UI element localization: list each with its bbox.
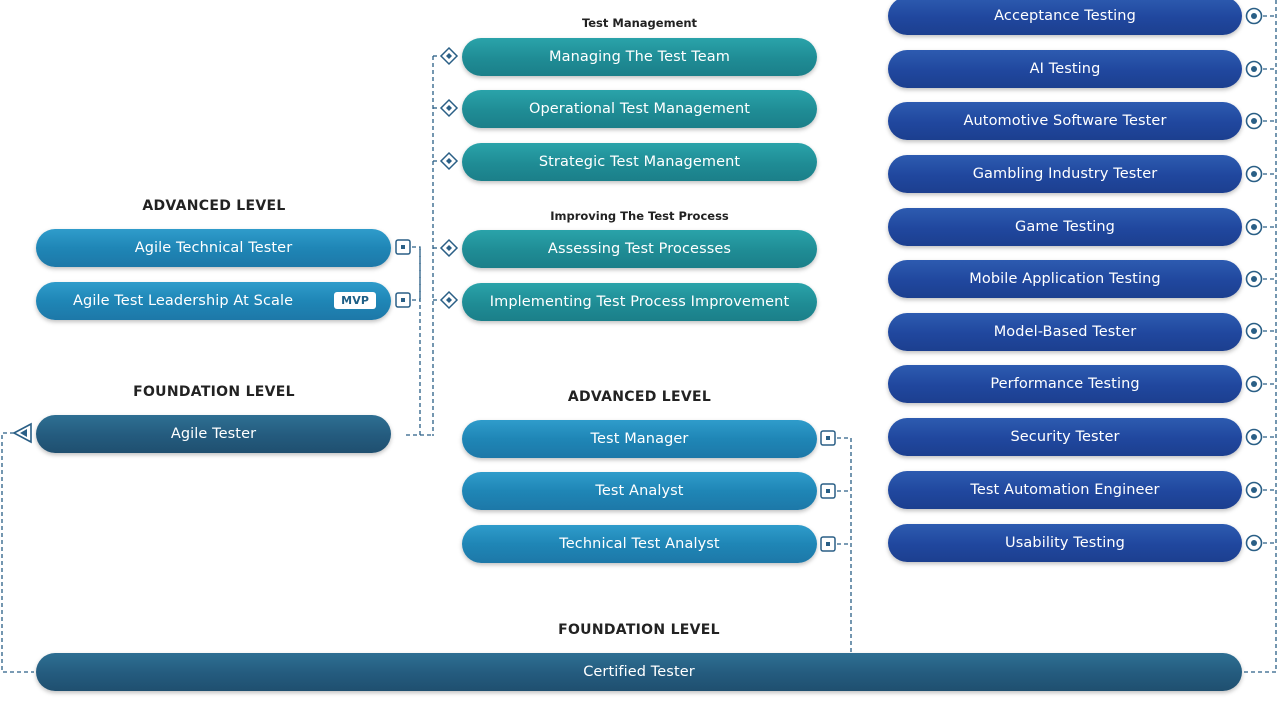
strategic-test-management-label: Strategic Test Management xyxy=(538,154,741,170)
technical-test-analyst-label: Technical Test Analyst xyxy=(559,536,720,552)
certified-tester-label: Certified Tester xyxy=(583,664,695,680)
specialist-item-label: Test Automation Engineer xyxy=(970,482,1160,498)
acceptance-testing-button[interactable]: Acceptance Testing xyxy=(888,0,1242,35)
performance-testing-button[interactable]: Performance Testing xyxy=(888,365,1242,403)
agile-test-leadership-button[interactable]: Agile Test Leadership At Scale MVP xyxy=(36,282,391,320)
strategic-test-management-button[interactable]: Strategic Test Management xyxy=(462,143,817,181)
specialist-item-label: Game Testing xyxy=(1015,219,1115,235)
specialist-item-label: Mobile Application Testing xyxy=(969,271,1161,287)
specialist-item-label: Model-Based Tester xyxy=(993,324,1137,340)
managing-the-test-team-label: Managing The Test Team xyxy=(549,49,730,65)
assessing-test-processes-button[interactable]: Assessing Test Processes xyxy=(462,230,817,268)
test-analyst-button[interactable]: Test Analyst xyxy=(462,472,817,510)
test-management-heading: Test Management xyxy=(581,16,698,30)
middle-advanced-heading: ADVANCED LEVEL xyxy=(567,389,712,405)
specialist-item-label: Usability Testing xyxy=(1005,535,1125,551)
specialist-item-label: AI Testing xyxy=(1029,61,1101,77)
test-manager-label: Test Manager xyxy=(590,431,689,447)
specialist-item-label: Security Tester xyxy=(1010,429,1120,445)
security-tester-button[interactable]: Security Tester xyxy=(888,418,1242,456)
usability-testing-button[interactable]: Usability Testing xyxy=(888,524,1242,562)
agile-tester-label: Agile Tester xyxy=(170,426,257,442)
left-foundation-heading: FOUNDATION LEVEL xyxy=(133,384,295,400)
improving-test-process-heading: Improving The Test Process xyxy=(550,209,729,223)
agile-technical-tester-button[interactable]: Agile Technical Tester xyxy=(36,229,391,267)
specialist-item-label: Performance Testing xyxy=(990,376,1140,392)
technical-test-analyst-button[interactable]: Technical Test Analyst xyxy=(462,525,817,563)
implementing-tpi-button[interactable]: Implementing Test Process Improvement xyxy=(462,283,817,321)
automotive-software-tester-button[interactable]: Automotive Software Tester xyxy=(888,102,1242,140)
mobile-application-testing-button[interactable]: Mobile Application Testing xyxy=(888,260,1242,298)
left-advanced-heading: ADVANCED LEVEL xyxy=(142,198,286,214)
specialist-item-label: Automotive Software Tester xyxy=(963,113,1167,129)
managing-the-test-team-button[interactable]: Managing The Test Team xyxy=(462,38,817,76)
ai-testing-button[interactable]: AI Testing xyxy=(888,50,1242,88)
agile-test-leadership-label: Agile Test Leadership At Scale xyxy=(73,293,294,309)
assessing-test-processes-label: Assessing Test Processes xyxy=(547,241,732,257)
specialist-item-label: Gambling Industry Tester xyxy=(972,166,1158,182)
gambling-industry-tester-button[interactable]: Gambling Industry Tester xyxy=(888,155,1242,193)
operational-test-management-button[interactable]: Operational Test Management xyxy=(462,90,817,128)
test-analyst-label: Test Analyst xyxy=(595,483,684,499)
agile-tester-button[interactable]: Agile Tester xyxy=(36,415,391,453)
implementing-tpi-label: Implementing Test Process Improvement xyxy=(489,294,790,310)
mvp-badge: MVP xyxy=(334,292,376,309)
bottom-foundation-heading: FOUNDATION LEVEL xyxy=(558,622,720,638)
test-manager-button[interactable]: Test Manager xyxy=(462,420,817,458)
operational-test-management-label: Operational Test Management xyxy=(528,101,751,117)
test-automation-engineer-button[interactable]: Test Automation Engineer xyxy=(888,471,1242,509)
certified-tester-button[interactable]: Certified Tester xyxy=(36,653,1242,691)
game-testing-button[interactable]: Game Testing xyxy=(888,208,1242,246)
model-based-tester-button[interactable]: Model-Based Tester xyxy=(888,313,1242,351)
specialist-item-label: Acceptance Testing xyxy=(994,8,1136,24)
agile-technical-tester-label: Agile Technical Tester xyxy=(134,240,293,256)
